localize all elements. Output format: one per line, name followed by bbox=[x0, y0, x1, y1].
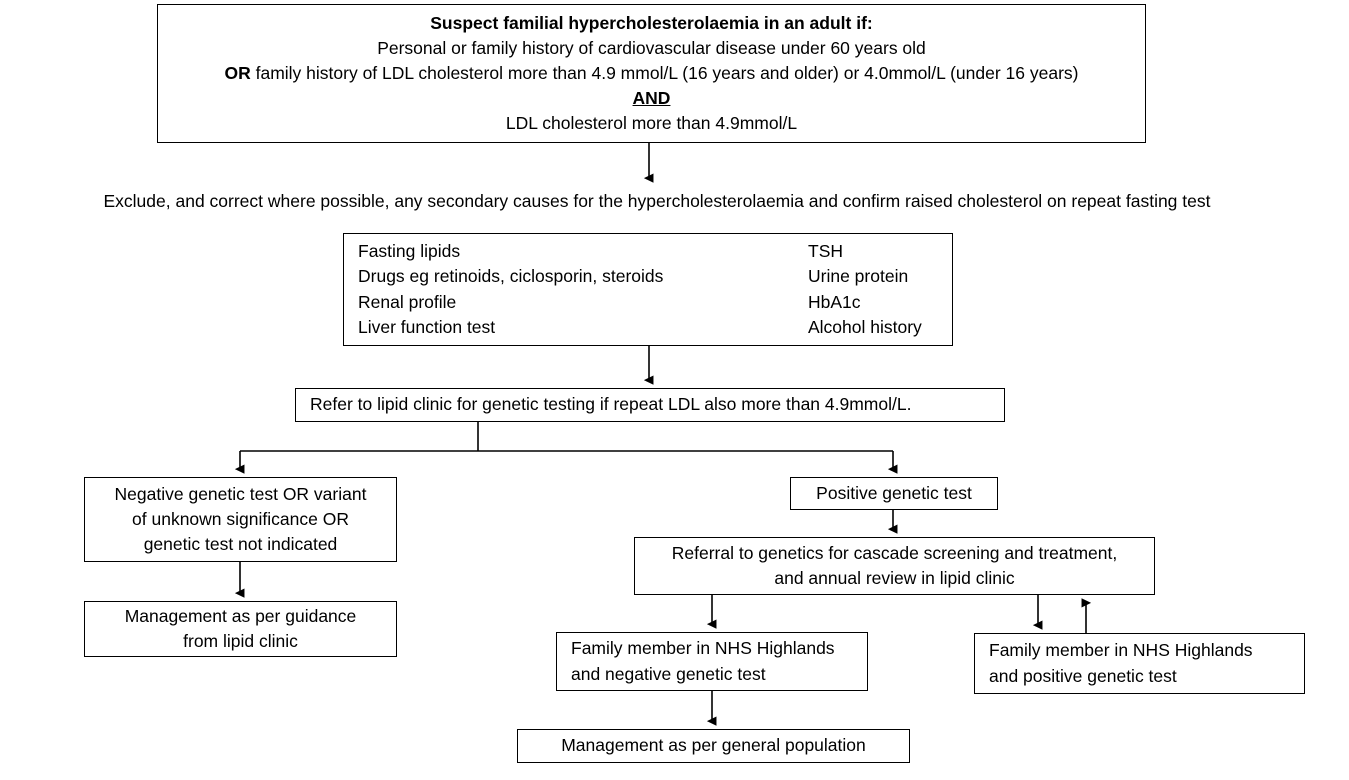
suspect-heading: Suspect familial hypercholesterolaemia i… bbox=[430, 12, 873, 33]
investigation-item: Renal profile bbox=[358, 291, 457, 312]
node-negative-genetic-test: Negative genetic test OR variant of unkn… bbox=[84, 477, 397, 562]
node-investigations: Fasting lipids Drugs eg retinoids, ciclo… bbox=[343, 233, 953, 346]
positive-text: Positive genetic test bbox=[816, 482, 972, 503]
negative-line-3: genetic test not indicated bbox=[143, 534, 338, 554]
investigation-item: Liver function test bbox=[358, 316, 496, 337]
exclude-text: Exclude, and correct where possible, any… bbox=[103, 191, 1211, 212]
investigations-right-column: TSH Urine protein HbA1c Alcohol history bbox=[808, 239, 938, 339]
negative-line-2: of unknown significance OR bbox=[132, 508, 349, 529]
node-family-member-negative: Family member in NHS Highlands and negat… bbox=[556, 632, 868, 691]
negative-line-1: Negative genetic test OR variant bbox=[114, 483, 367, 504]
node-family-member-positive: Family member in NHS Highlands and posit… bbox=[974, 633, 1305, 694]
node-refer-lipid-clinic: Refer to lipid clinic for genetic testin… bbox=[295, 388, 1005, 422]
refer-text: Refer to lipid clinic for genetic testin… bbox=[310, 394, 912, 415]
investigation-item: Urine protein bbox=[808, 266, 909, 287]
suspect-line-3: OR family history of LDL cholesterol mor… bbox=[168, 61, 1135, 86]
suspect-or-keyword: OR bbox=[224, 62, 251, 83]
connector-refer-branch-bus bbox=[240, 422, 893, 452]
suspect-line-3-text: family history of LDL cholesterol more t… bbox=[250, 62, 1079, 83]
referral-line-2: and annual review in lipid clinic bbox=[774, 568, 1015, 588]
node-positive-genetic-test: Positive genetic test bbox=[790, 477, 998, 510]
node-suspect-criteria: Suspect familial hypercholesterolaemia i… bbox=[157, 4, 1146, 143]
management-lipid-line-2: from lipid clinic bbox=[183, 631, 298, 651]
node-exclude-secondary-causes: Exclude, and correct where possible, any… bbox=[22, 188, 1292, 216]
investigation-item: TSH bbox=[808, 241, 843, 262]
suspect-line-2: Personal or family history of cardiovasc… bbox=[377, 37, 926, 58]
investigation-item: Fasting lipids bbox=[358, 241, 461, 262]
referral-line-1: Referral to genetics for cascade screeni… bbox=[671, 542, 1118, 563]
investigations-left-column: Fasting lipids Drugs eg retinoids, ciclo… bbox=[358, 239, 808, 339]
family-negative-line-2: and negative genetic test bbox=[571, 663, 766, 684]
node-management-general-population: Management as per general population bbox=[517, 729, 910, 763]
suspect-and-keyword: AND bbox=[632, 88, 671, 108]
management-general-text: Management as per general population bbox=[561, 735, 866, 756]
investigation-item: HbA1c bbox=[808, 291, 861, 312]
family-negative-line-1: Family member in NHS Highlands bbox=[571, 638, 835, 659]
management-lipid-line-1: Management as per guidance bbox=[124, 605, 357, 626]
node-referral-to-genetics: Referral to genetics for cascade screeni… bbox=[634, 537, 1155, 595]
family-positive-line-2: and positive genetic test bbox=[989, 665, 1177, 686]
family-positive-line-1: Family member in NHS Highlands bbox=[989, 640, 1253, 661]
node-management-lipid-clinic: Management as per guidance from lipid cl… bbox=[84, 601, 397, 657]
investigations-columns: Fasting lipids Drugs eg retinoids, ciclo… bbox=[344, 239, 952, 339]
suspect-line-5: LDL cholesterol more than 4.9mmol/L bbox=[505, 113, 798, 134]
investigation-item: Drugs eg retinoids, ciclosporin, steroid… bbox=[358, 266, 664, 287]
investigation-item: Alcohol history bbox=[808, 316, 922, 337]
